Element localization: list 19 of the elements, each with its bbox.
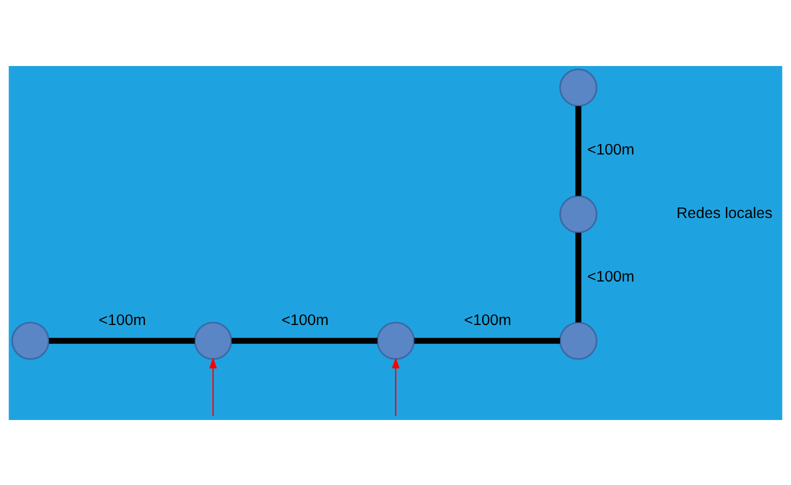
arrow bbox=[209, 356, 217, 416]
node-circle bbox=[194, 321, 232, 360]
node-circle bbox=[376, 321, 415, 360]
edge-label: <100m bbox=[464, 312, 512, 329]
edge-label: <100m bbox=[587, 268, 634, 285]
label: Redes locales bbox=[676, 204, 772, 222]
edge-label: <100m bbox=[281, 312, 329, 329]
connector bbox=[48, 337, 195, 344]
arrow bbox=[392, 356, 400, 416]
connector bbox=[575, 232, 582, 322]
edge-label: <100m bbox=[98, 312, 146, 329]
connector bbox=[575, 106, 582, 196]
node-circle bbox=[11, 321, 50, 360]
connector bbox=[232, 337, 378, 344]
edge-label: <100m bbox=[587, 141, 634, 158]
node-circle bbox=[559, 321, 598, 360]
node-circle bbox=[559, 68, 598, 106]
node-circle bbox=[559, 194, 598, 233]
connector bbox=[414, 337, 560, 344]
